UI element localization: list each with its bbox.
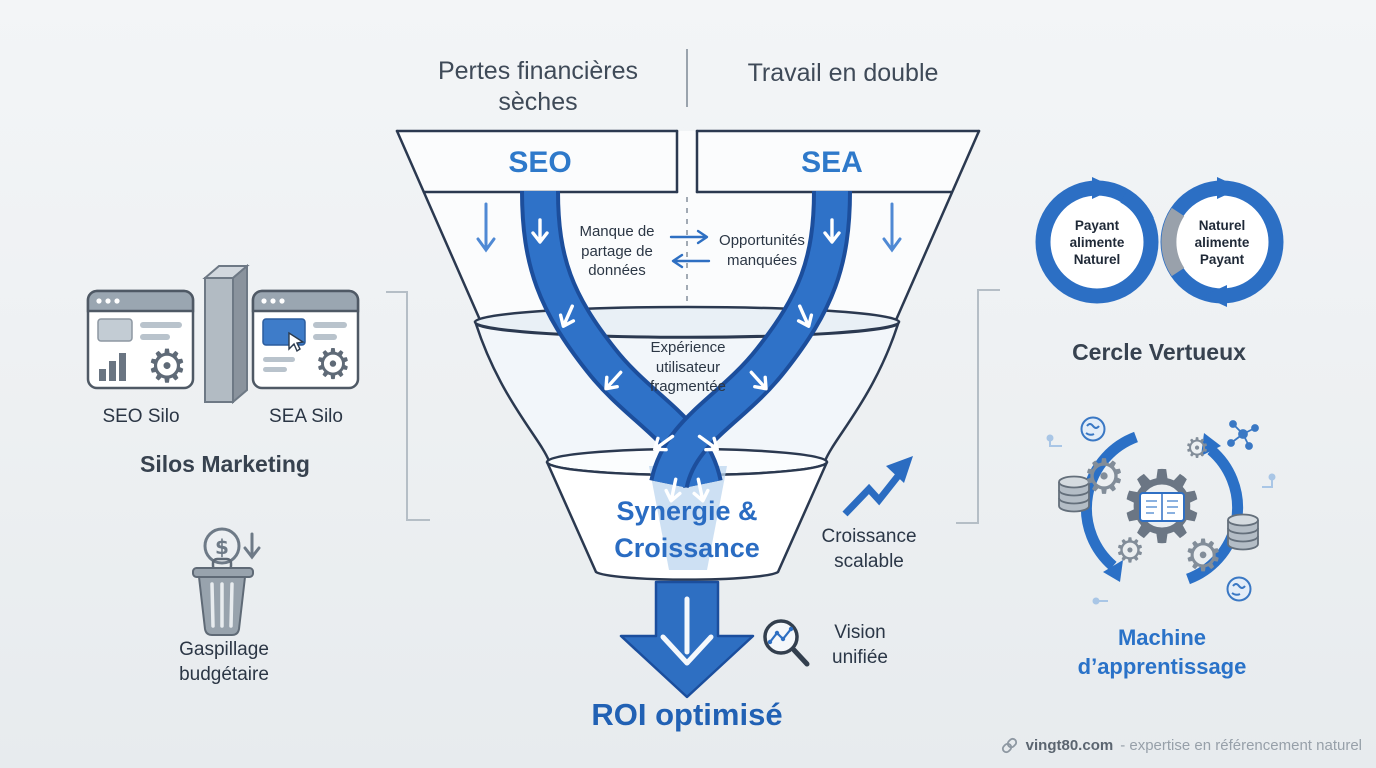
- sea-stream: [649, 190, 852, 490]
- magnifier-icon: [763, 619, 810, 667]
- bar-chart-icon: [99, 369, 106, 381]
- brain-icon: [1080, 416, 1252, 602]
- annotation-missed-opportunities: Opportunités manquées: [719, 232, 805, 269]
- footer-credit: vingt80.com - expertise en référencement…: [1000, 736, 1362, 755]
- machine-learning-icon: ⚙ ⚙ ⚙ ⚙ ⚙: [1046, 416, 1276, 605]
- seo-silo-label: SEO Silo: [102, 406, 180, 427]
- silo-wall: [202, 263, 250, 405]
- browser-window-seo: ⚙: [86, 289, 195, 393]
- gear-icon: ⚙: [314, 340, 352, 389]
- book-icon: [1139, 492, 1185, 522]
- network-icon: [1227, 420, 1259, 450]
- annotation-scalable-growth: Croissance scalable: [821, 526, 917, 572]
- right-bracket: [956, 289, 1000, 524]
- dollar-icon: $: [215, 535, 229, 559]
- gear-icon: ⚙: [1115, 531, 1145, 571]
- seo-down-arrow: [476, 202, 496, 253]
- coin-drop-arrow: [243, 532, 261, 560]
- gear-icon: ⚙: [1183, 531, 1222, 582]
- silos-marketing-title: Silos Marketing: [140, 451, 310, 477]
- exchange-arrows-icon: [669, 229, 711, 269]
- coin-icon: [203, 527, 241, 565]
- footer-site: vingt80.com: [1025, 737, 1114, 754]
- gear-icon: ⚙: [1082, 449, 1125, 505]
- footer-tagline: - expertise en référencement naturel: [1120, 737, 1362, 754]
- virtuous-rings-icon: [1035, 177, 1284, 307]
- funnel-roi-label: ROI optimisé: [591, 697, 783, 732]
- cursor-icon: [288, 331, 305, 353]
- gear-icon: ⚙: [1184, 432, 1209, 465]
- annotation-unified-vision: Vision unifiée: [832, 622, 888, 668]
- annotation-fragmented-experience: Expérience utilisateur fragmentée: [650, 339, 726, 395]
- budget-waste-label: Gaspillage budgétaire: [179, 639, 269, 685]
- virtuous-circle-title: Cercle Vertueux: [1072, 339, 1246, 365]
- learning-machine-title: Machine d’apprentissage: [1077, 625, 1247, 679]
- roi-arrow: [619, 580, 755, 699]
- annotation-data-sharing: Manque de partage de données: [579, 223, 655, 279]
- sea-silo-label: SEA Silo: [269, 406, 343, 427]
- sea-down-arrow: [882, 202, 902, 253]
- browser-window-sea: ⚙: [251, 289, 360, 390]
- database-icon: [1058, 475, 1259, 551]
- header-label-left: Pertes financières sèches: [437, 57, 639, 116]
- link-icon: [1001, 737, 1017, 754]
- funnel-sea-label: SEA: [801, 146, 863, 179]
- budget-waste-icon: $: [192, 527, 261, 636]
- trash-icon: [192, 557, 254, 636]
- funnel-synergy-label: Synergie & Croissance: [614, 496, 760, 563]
- growth-arrow-icon: [842, 456, 913, 517]
- header-label-right: Travail en double: [747, 59, 939, 87]
- ring-right-label: Naturel alimente Payant: [1194, 218, 1250, 267]
- circuit-icon: [1046, 434, 1276, 605]
- left-bracket: [386, 291, 430, 521]
- ring-left-label: Payant alimente Naturel: [1069, 218, 1125, 267]
- gear-icon: ⚙: [146, 339, 187, 393]
- funnel-seo-label: SEO: [508, 146, 572, 179]
